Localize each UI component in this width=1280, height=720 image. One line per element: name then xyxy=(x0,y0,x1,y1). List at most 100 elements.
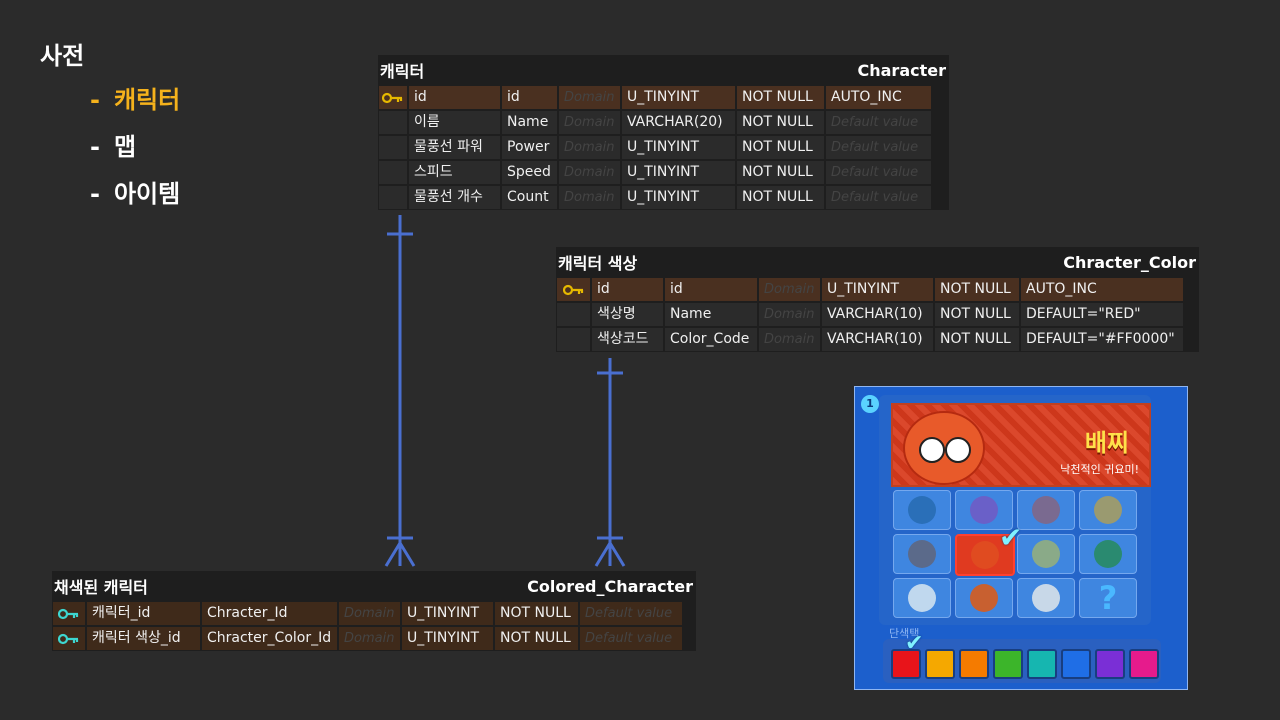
character-tile[interactable] xyxy=(1079,490,1137,530)
cell-null[interactable]: NOT NULL xyxy=(737,186,824,209)
cell-null[interactable]: NOT NULL xyxy=(495,602,578,625)
cell-physical[interactable]: Chracter_Id xyxy=(202,602,337,625)
cell-null[interactable]: NOT NULL xyxy=(737,111,824,134)
cell-type[interactable]: U_TINYINT xyxy=(822,278,933,301)
cell-domain[interactable]: Domain xyxy=(759,278,820,301)
cell-domain[interactable]: Domain xyxy=(759,303,820,326)
cell-physical[interactable]: Name xyxy=(665,303,757,326)
color-select-label: 단색택 xyxy=(889,627,920,640)
cell-null[interactable]: NOT NULL xyxy=(935,303,1019,326)
cell-default[interactable]: Default value xyxy=(826,161,931,184)
character-tile[interactable] xyxy=(955,578,1013,618)
cell-default[interactable]: AUTO_INC xyxy=(1021,278,1183,301)
color-swatch[interactable] xyxy=(959,649,989,679)
cell-domain[interactable]: Domain xyxy=(759,328,820,351)
cell-null[interactable]: NOT NULL xyxy=(737,161,824,184)
cell-default[interactable]: AUTO_INC xyxy=(826,86,931,109)
cell-logical[interactable]: 물풍선 파워 xyxy=(409,136,500,159)
cell-null[interactable]: NOT NULL xyxy=(737,86,824,109)
sidebar-item-item[interactable]: -아이템 xyxy=(90,180,181,208)
cell-physical[interactable]: Color_Code xyxy=(665,328,757,351)
character-tile[interactable] xyxy=(1017,490,1075,530)
cell-logical[interactable]: id xyxy=(592,278,663,301)
cell-type[interactable]: U_TINYINT xyxy=(622,136,735,159)
cell-type[interactable]: U_TINYINT xyxy=(622,161,735,184)
cell-physical[interactable]: Power xyxy=(502,136,557,159)
cell-physical[interactable]: id xyxy=(665,278,757,301)
cell-type[interactable]: VARCHAR(10) xyxy=(822,303,933,326)
sidebar-item-character[interactable]: -캐릭터 xyxy=(90,86,181,114)
cell-logical[interactable]: 캐릭터_id xyxy=(87,602,200,625)
cell-default[interactable]: Default value xyxy=(580,627,682,650)
cell-domain[interactable]: Domain xyxy=(559,161,620,184)
cell-default[interactable]: Default value xyxy=(826,136,931,159)
color-swatch[interactable] xyxy=(1061,649,1091,679)
cell-domain[interactable]: Domain xyxy=(559,186,620,209)
cell-domain[interactable]: Domain xyxy=(559,86,620,109)
cell-logical[interactable]: 캐릭터 색상_id xyxy=(87,627,200,650)
color-swatch[interactable] xyxy=(1095,649,1125,679)
cell-physical[interactable]: Chracter_Color_Id xyxy=(202,627,337,650)
character-tile[interactable] xyxy=(955,490,1013,530)
cell-domain[interactable]: Domain xyxy=(339,602,400,625)
relation-crowsfoot-character xyxy=(384,540,416,567)
cell-domain[interactable]: Domain xyxy=(559,111,620,134)
cell-type[interactable]: VARCHAR(20) xyxy=(622,111,735,134)
cell-null[interactable]: NOT NULL xyxy=(935,278,1019,301)
character-tile[interactable] xyxy=(893,534,951,574)
cell-physical[interactable]: Name xyxy=(502,111,557,134)
cell-default[interactable]: Default value xyxy=(826,111,931,134)
cell-default[interactable]: Default value xyxy=(826,186,931,209)
cell-type[interactable]: U_TINYINT xyxy=(402,627,493,650)
cell-domain[interactable]: Domain xyxy=(339,627,400,650)
cell-logical[interactable]: 스피드 xyxy=(409,161,500,184)
cell-logical[interactable]: 색상명 xyxy=(592,303,663,326)
sidebar-item-map[interactable]: -맵 xyxy=(90,133,137,161)
cell-domain[interactable]: Domain xyxy=(559,136,620,159)
character-tile[interactable] xyxy=(893,490,951,530)
cell-physical[interactable]: id xyxy=(502,86,557,109)
cell-physical[interactable]: Count xyxy=(502,186,557,209)
random-character-tile[interactable]: ? xyxy=(1079,578,1137,618)
cell-null[interactable]: NOT NULL xyxy=(737,136,824,159)
color-swatch[interactable] xyxy=(891,649,921,679)
character-tile[interactable] xyxy=(1079,534,1137,574)
cell-logical[interactable]: 물풍선 개수 xyxy=(409,186,500,209)
color-swatch[interactable] xyxy=(925,649,955,679)
primary-key-icon xyxy=(557,278,590,301)
cell-default[interactable]: DEFAULT="RED" xyxy=(1021,303,1183,326)
character-tile[interactable] xyxy=(1017,578,1075,618)
cell-logical[interactable]: 이름 xyxy=(409,111,500,134)
cell-type[interactable]: VARCHAR(10) xyxy=(822,328,933,351)
cell-type[interactable]: U_TINYINT xyxy=(402,602,493,625)
cell-default[interactable]: Default value xyxy=(580,602,682,625)
cell-default[interactable]: DEFAULT="#FF0000" xyxy=(1021,328,1183,351)
character-tile[interactable] xyxy=(1017,534,1075,574)
cell-null[interactable]: NOT NULL xyxy=(935,328,1019,351)
character-tile[interactable] xyxy=(893,578,951,618)
question-mark-icon: ? xyxy=(1098,579,1118,617)
character-tile[interactable] xyxy=(955,534,1015,576)
cell-type[interactable]: U_TINYINT xyxy=(622,186,735,209)
cell-null[interactable]: NOT NULL xyxy=(495,627,578,650)
cell-physical[interactable]: Speed xyxy=(502,161,557,184)
color-swatch[interactable] xyxy=(993,649,1023,679)
cell-logical[interactable]: 색상코드 xyxy=(592,328,663,351)
color-swatch[interactable] xyxy=(1027,649,1057,679)
cell-type[interactable]: U_TINYINT xyxy=(622,86,735,109)
color-swatch[interactable] xyxy=(1129,649,1159,679)
cell-logical[interactable]: id xyxy=(409,86,500,109)
